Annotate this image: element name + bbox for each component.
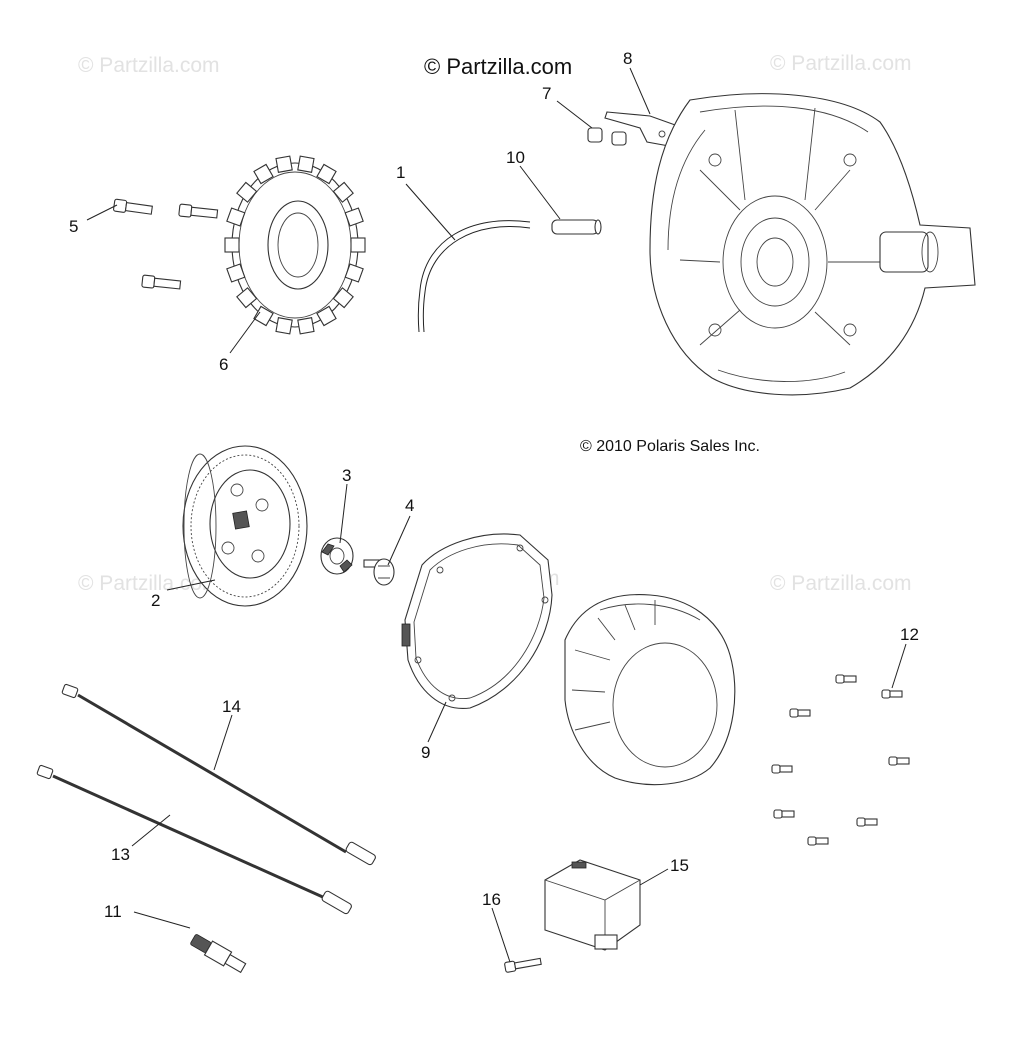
stator-tooth: [226, 207, 246, 227]
watermark-top-left: © Partzilla.com: [78, 54, 220, 77]
one-way-clutch[interactable]: [320, 537, 354, 575]
regulator-bolt[interactable]: [504, 956, 542, 973]
sensor[interactable]: [189, 932, 247, 975]
cover-bolts[interactable]: [771, 674, 910, 846]
callout-14: 14: [222, 697, 241, 716]
callout-1: 1: [396, 163, 405, 182]
callout-12: 12: [900, 625, 919, 644]
stator-tooth: [236, 181, 258, 203]
callout-6: 6: [219, 355, 228, 374]
stator-cover: [564, 594, 736, 786]
callout-13: 13: [111, 845, 130, 864]
bracket[interactable]: [604, 111, 681, 149]
callout-8: 8: [623, 49, 632, 68]
callout-16: 16: [482, 890, 501, 909]
watermark-top-right: © Partzilla.com: [770, 52, 912, 75]
watermark-main: © Partzilla.com: [424, 54, 572, 79]
stator-tooth: [297, 155, 315, 173]
leader-lines: [86, 67, 907, 963]
stator-tooth: [253, 163, 274, 185]
callout-2: 2: [151, 591, 160, 610]
callout-11: 11: [104, 902, 122, 921]
cable-14[interactable]: [61, 683, 377, 866]
stator-tooth: [316, 163, 337, 185]
stator-screws[interactable]: [113, 198, 219, 291]
gasket[interactable]: [401, 533, 553, 709]
stator[interactable]: [224, 155, 366, 335]
callout-numbers: 1 2 3 4 5 6 7 8 9 10 11 12 13 14 15 16: [69, 49, 919, 921]
dowel-pin[interactable]: [551, 219, 602, 235]
stator-tooth: [275, 317, 293, 335]
bracket-bolts[interactable]: [587, 127, 627, 146]
stator-tooth: [253, 305, 274, 327]
stator-tooth: [332, 181, 354, 203]
flywheel-bolt[interactable]: [363, 558, 395, 586]
callout-7: 7: [542, 84, 551, 103]
callout-9: 9: [421, 743, 430, 762]
stator-tooth: [224, 237, 240, 253]
watermark-mid-right: © Partzilla.com: [770, 572, 912, 595]
flywheel[interactable]: [182, 445, 308, 607]
watermark-mid-left: © Partzilla.com: [78, 572, 220, 595]
stator-tooth: [236, 287, 258, 309]
copyright-notice: © 2010 Polaris Sales Inc.: [580, 438, 760, 455]
stator-tooth: [275, 155, 293, 173]
cable-13[interactable]: [36, 764, 353, 915]
stator-tooth: [297, 317, 315, 335]
clutch-housing: [649, 93, 976, 396]
stator-tooth: [332, 287, 354, 309]
callout-15: 15: [670, 856, 689, 875]
callout-4: 4: [405, 496, 414, 515]
stator-tooth: [226, 263, 246, 283]
wire-loop[interactable]: [417, 220, 531, 333]
callout-5: 5: [69, 217, 78, 236]
stator-tooth: [344, 207, 364, 227]
callout-10: 10: [506, 148, 525, 167]
callout-3: 3: [342, 466, 351, 485]
stator-tooth: [344, 263, 364, 283]
stator-tooth: [350, 237, 366, 253]
stator-tooth: [316, 305, 337, 327]
voltage-regulator[interactable]: [544, 859, 641, 951]
